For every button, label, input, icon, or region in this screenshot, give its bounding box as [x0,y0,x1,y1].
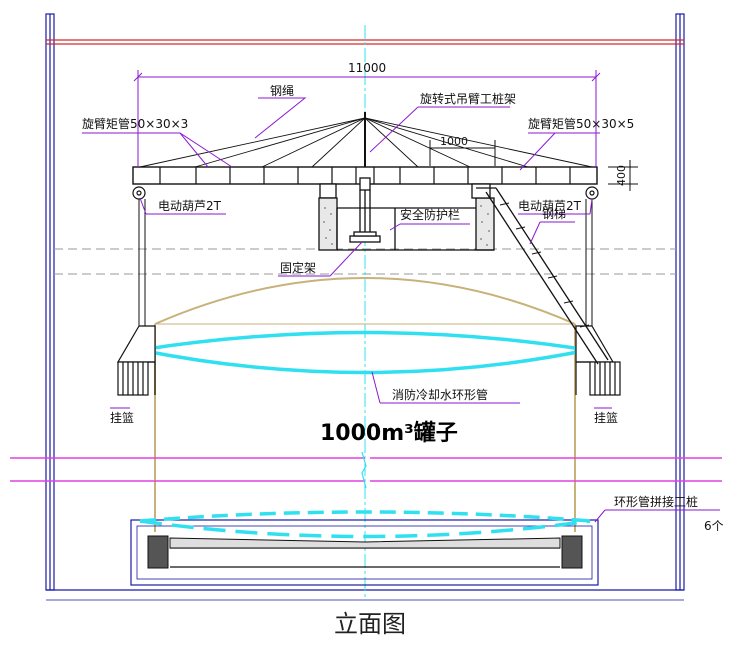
guardrail-label: 安全防护栏 [400,207,460,222]
span-label: 11000 [348,61,386,75]
ladder-rungs [499,202,590,328]
basket-right-label: 挂篮 [594,410,618,425]
height-label: 400 [615,165,628,186]
cooling-ring-upper [139,330,589,375]
basket-left [116,325,156,396]
slewing-head [359,177,371,236]
spacing-dimension [429,140,496,166]
ring-splice-label: 环形管拼接工桩 [614,494,698,509]
ring-pipe-label: 消防冷却水环形管 [392,387,488,402]
hoist-right [585,186,599,200]
arm-segments [159,167,571,184]
rotating-gantry-label: 旋转式吊臂工桩架 [420,91,516,106]
basket-left-label: 挂篮 [110,410,134,425]
leader-lines [82,97,720,523]
spacing-label: 1000 [440,135,468,148]
hoist-cables [138,199,593,326]
height-dimension [608,160,638,191]
ring-splice-count: 6个 [704,519,724,533]
fixed-frame-label: 固定架 [280,260,316,275]
wire-ropes [139,117,593,168]
horizontal-pipeline [10,457,722,482]
wire-rope-label: 钢绳 [270,84,294,98]
arm-right-label: 旋臂矩管50×30×5 [528,116,634,131]
break-symbol [361,451,367,489]
foundation-blocks [147,535,583,569]
safety-guardrail [318,183,495,251]
hoist-left-label: 电动葫芦2T [158,199,222,213]
cooling-ring-lower [139,510,591,539]
drawing-title: 立面图 [334,610,406,638]
hoist-right-label: 电动葫芦2T [518,199,582,213]
guardrail-hatch [323,205,490,246]
fixed-frame [349,231,381,243]
steel-ladder [476,187,609,365]
span-dimension [133,70,601,167]
arm-left-label: 旋臂矩管50×30×3 [82,116,188,131]
basket-right [575,325,621,396]
tank-bottom [169,537,561,549]
ladder-label: 钢梯 [542,207,566,221]
hoist-left [132,186,146,200]
tank-name-label: 1000m³罐子 [320,420,458,446]
